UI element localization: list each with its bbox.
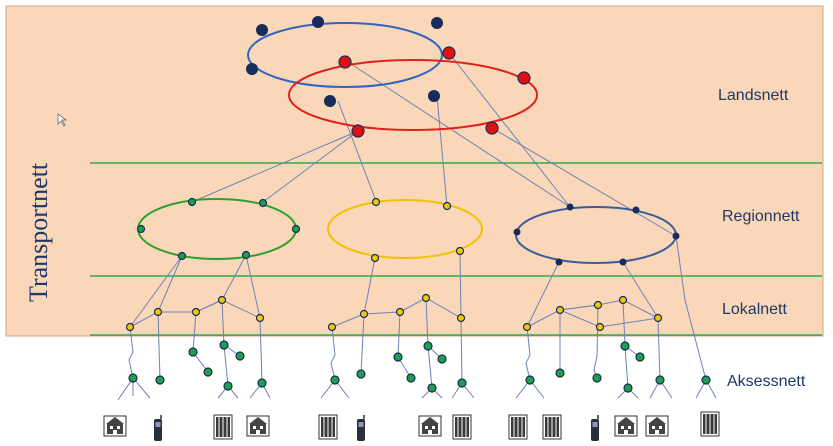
house-icon bbox=[418, 415, 442, 437]
label-regional-network: Regionnett bbox=[722, 208, 800, 225]
mouse-cursor-icon bbox=[57, 113, 68, 127]
office-building-icon bbox=[452, 414, 472, 440]
office-building-icon bbox=[542, 414, 562, 440]
mobile-phone-icon bbox=[356, 414, 366, 442]
mobile-phone-icon bbox=[153, 414, 163, 442]
house-icon bbox=[103, 415, 127, 437]
office-building-icon bbox=[700, 411, 720, 437]
label-access-network: Aksessnett bbox=[727, 373, 806, 390]
access-nodes bbox=[128, 340, 711, 393]
local-nodes bbox=[125, 293, 663, 332]
national-nodes bbox=[246, 16, 531, 138]
transport-network-background bbox=[5, 5, 824, 337]
house-icon bbox=[645, 415, 669, 437]
office-building-icon bbox=[213, 414, 233, 440]
label-transport-network: Transportnett bbox=[24, 162, 53, 302]
national-ring-blue bbox=[247, 22, 443, 88]
mobile-phone-icon bbox=[590, 414, 600, 442]
uplinks bbox=[129, 52, 677, 328]
office-building-icon bbox=[508, 414, 528, 440]
label-national-network: Landsnett bbox=[718, 87, 789, 104]
office-building-icon bbox=[318, 414, 338, 440]
regional-ring-yellow bbox=[327, 199, 483, 259]
regional-nodes bbox=[136, 197, 680, 266]
house-icon bbox=[246, 415, 270, 437]
label-local-network: Lokalnett bbox=[722, 301, 787, 318]
house-icon bbox=[614, 415, 638, 437]
national-ring-red bbox=[288, 59, 538, 131]
